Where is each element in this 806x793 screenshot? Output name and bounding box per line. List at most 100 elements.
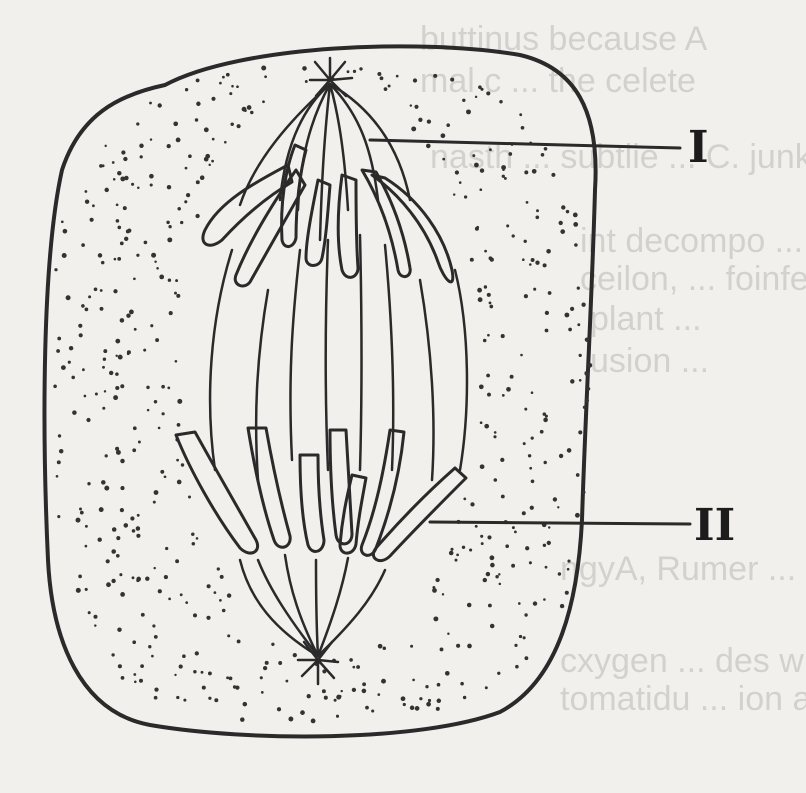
cytoplasm-dot: [425, 143, 431, 149]
cytoplasm-dot: [432, 588, 437, 593]
cytoplasm-dot: [97, 253, 103, 258]
cytoplasm-dot: [271, 642, 275, 646]
cytoplasm-dot: [262, 100, 265, 104]
cytoplasm-dot: [532, 601, 538, 606]
cytoplasm-dot: [136, 253, 140, 257]
cytoplasm-dot: [292, 652, 297, 658]
cytoplasm-dot: [54, 268, 58, 272]
cytoplasm-dot: [569, 306, 575, 312]
cytoplasm-dot: [221, 608, 226, 613]
cytoplasm-dot: [521, 511, 526, 516]
cytoplasm-dot: [482, 577, 487, 583]
cytoplasm-dot: [176, 423, 181, 427]
cytoplasm-dot: [514, 530, 517, 534]
cytoplasm-dot: [557, 506, 560, 509]
cytoplasm-dot: [207, 671, 212, 676]
cytoplasm-dot: [99, 164, 103, 168]
cytoplasm-dot: [87, 482, 91, 486]
cytoplasm-dot: [153, 695, 158, 700]
label-II: II: [694, 500, 735, 551]
cytoplasm-dot: [148, 645, 152, 649]
cytoplasm-dot: [84, 190, 88, 193]
cytoplasm-dot: [83, 394, 87, 398]
cytoplasm-dot: [359, 67, 363, 71]
cytoplasm-dot: [173, 121, 179, 127]
cytoplasm-dot: [426, 119, 432, 124]
cytoplasm-dot: [540, 153, 545, 157]
cytoplasm-dot: [511, 526, 515, 530]
cytoplasm-dot: [115, 553, 120, 558]
cytoplasm-dot: [117, 354, 123, 360]
cytoplasm-dot: [323, 695, 328, 700]
cytoplasm-dot: [539, 429, 544, 434]
chromosome-top-right-arm: [370, 173, 455, 284]
cytoplasm-dot: [356, 665, 361, 669]
cytoplasm-dot: [176, 479, 182, 485]
cytoplasm-dot: [377, 643, 383, 649]
cytoplasm-dot: [120, 486, 125, 491]
cytoplasm-dot: [522, 258, 525, 262]
cytoplasm-dot: [84, 524, 88, 528]
cytoplasm-dot: [304, 80, 308, 83]
cytoplasm-dot: [454, 170, 460, 175]
chromosome-top-left-short: [280, 143, 308, 248]
chromosome-top-center-2: [336, 173, 360, 279]
cytoplasm-dot: [199, 175, 205, 180]
cytoplasm-dot: [501, 394, 505, 397]
cytoplasm-dot: [79, 507, 82, 511]
cytoplasm-dot: [543, 598, 546, 601]
cytoplasm-dot: [154, 260, 157, 263]
cytoplasm-dot: [485, 571, 491, 577]
cytoplasm-dot: [425, 685, 429, 689]
cytoplasm-dot: [152, 500, 156, 504]
cytoplasm-dot: [175, 137, 181, 143]
cytoplasm-dot: [174, 673, 177, 677]
cytoplasm-dot: [466, 602, 472, 608]
cytoplasm-dot: [136, 576, 142, 582]
cytoplasm-dot: [134, 680, 137, 684]
cytoplasm-dot: [93, 287, 98, 292]
cytoplasm-dot: [193, 670, 197, 674]
cytoplasm-dot: [530, 391, 534, 394]
cytoplasm-dot: [412, 678, 415, 682]
chromosome-bottom-left-long: [246, 426, 292, 549]
cytoplasm-dot: [89, 217, 94, 222]
cytoplasm-dot: [113, 257, 117, 261]
cytoplasm-dot: [542, 412, 547, 416]
cytoplasm-dot: [461, 545, 466, 549]
cytoplasm-dot: [544, 328, 549, 333]
cytoplasm-dot: [574, 512, 580, 518]
cytoplasm-dot: [195, 180, 200, 185]
cytoplasm-dot: [140, 612, 145, 617]
cytoplasm-dot: [192, 613, 198, 618]
cytoplasm-dot: [508, 152, 513, 156]
cytoplasm-dot: [520, 353, 523, 357]
cytoplasm-dot: [117, 627, 122, 632]
cytoplasm-dot: [119, 508, 124, 513]
cytoplasm-dot: [113, 395, 119, 401]
cytoplasm-dot: [362, 682, 367, 687]
cytoplasm-dot: [479, 168, 485, 173]
cytoplasm-dot: [140, 664, 144, 668]
cytoplasm-dot: [302, 66, 307, 71]
cytoplasm-dot: [133, 277, 136, 281]
cytoplasm-dot: [498, 573, 501, 576]
cytoplasm-dot: [182, 654, 186, 659]
cytoplasm-dot: [460, 681, 464, 686]
show-through-line-7: usion ...: [590, 342, 709, 380]
cytoplasm-dot: [552, 497, 558, 502]
cytoplasm-dot: [145, 576, 150, 581]
cytoplasm-dot: [470, 502, 475, 507]
cytoplasm-dot: [84, 307, 89, 312]
cytoplasm-dot: [126, 352, 130, 356]
chromosome-top-left-long: [233, 168, 307, 288]
cytoplasm-dot: [436, 698, 442, 704]
cytoplasm-dot: [419, 697, 423, 701]
cytoplasm-dot: [176, 695, 180, 700]
cytoplasm-dot: [104, 485, 110, 491]
cytoplasm-dot: [352, 665, 356, 669]
cytoplasm-dot: [179, 593, 183, 597]
cytoplasm-dot: [117, 257, 122, 261]
cytoplasm-dot: [111, 578, 116, 584]
cytoplasm-dot: [340, 689, 343, 693]
